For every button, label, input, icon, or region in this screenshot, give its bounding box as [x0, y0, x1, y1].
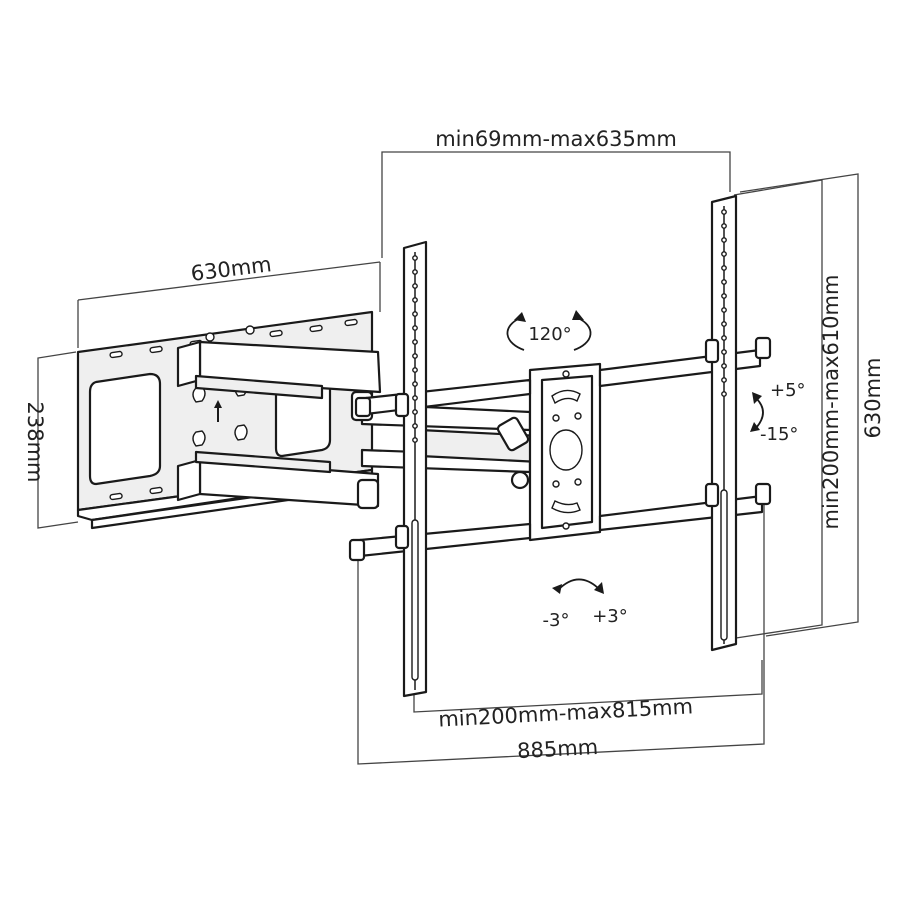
vesa-horizontal-dim-line: [381, 151, 731, 258]
swivel-arrow-left-icon: [506, 317, 525, 351]
lower-rail-right: [598, 494, 764, 532]
arm-extension-label: 630mm: [189, 252, 272, 286]
tilt-knob: [496, 416, 530, 452]
overall-width-label: 885mm: [517, 735, 599, 763]
level-right-label: +3°: [592, 606, 628, 627]
vesa-vertical-dim-line: [733, 179, 823, 639]
center-head-plate: [528, 362, 602, 542]
tv-bracket-right: [704, 194, 738, 652]
vesa-vertical-label: min200mm-max610mm: [819, 275, 843, 530]
swivel-indicator: [506, 310, 592, 355]
tilt-indicator: [750, 392, 764, 432]
lower-rail-left: [358, 522, 532, 558]
level-arrow-icon: [557, 578, 599, 591]
keyhole: [234, 424, 248, 441]
tilt-arrow-icon: [755, 397, 764, 429]
overall-height-dim-line: [739, 173, 859, 637]
level-indicator: [552, 578, 604, 594]
tilt-down-label: -15°: [760, 424, 798, 445]
overall-width-dim-line: [357, 500, 765, 765]
rail-span-dim-line: [413, 660, 763, 713]
up-arrow-icon: [214, 400, 222, 422]
arm-extension-dim-line: [77, 261, 381, 301]
level-left-label: -3°: [543, 610, 570, 631]
swivel-arrow-right-icon: [573, 317, 592, 351]
tv-bracket-left: [394, 240, 428, 698]
keyhole: [192, 430, 206, 447]
overall-height-label: 630mm: [861, 358, 885, 439]
wall-plate-height-dim-line: [37, 351, 79, 529]
dimension-lines: [37, 151, 859, 765]
pivot-bolt: [510, 470, 530, 490]
rail-span-label: min200mm-max815mm: [438, 694, 694, 731]
wall-plate-height-label: 238mm: [23, 402, 47, 483]
tilt-up-label: +5°: [770, 380, 806, 401]
plate-window-left: [88, 372, 162, 486]
swivel-label: 120°: [528, 324, 571, 345]
vesa-horizontal-label: min69mm-max635mm: [435, 127, 677, 151]
